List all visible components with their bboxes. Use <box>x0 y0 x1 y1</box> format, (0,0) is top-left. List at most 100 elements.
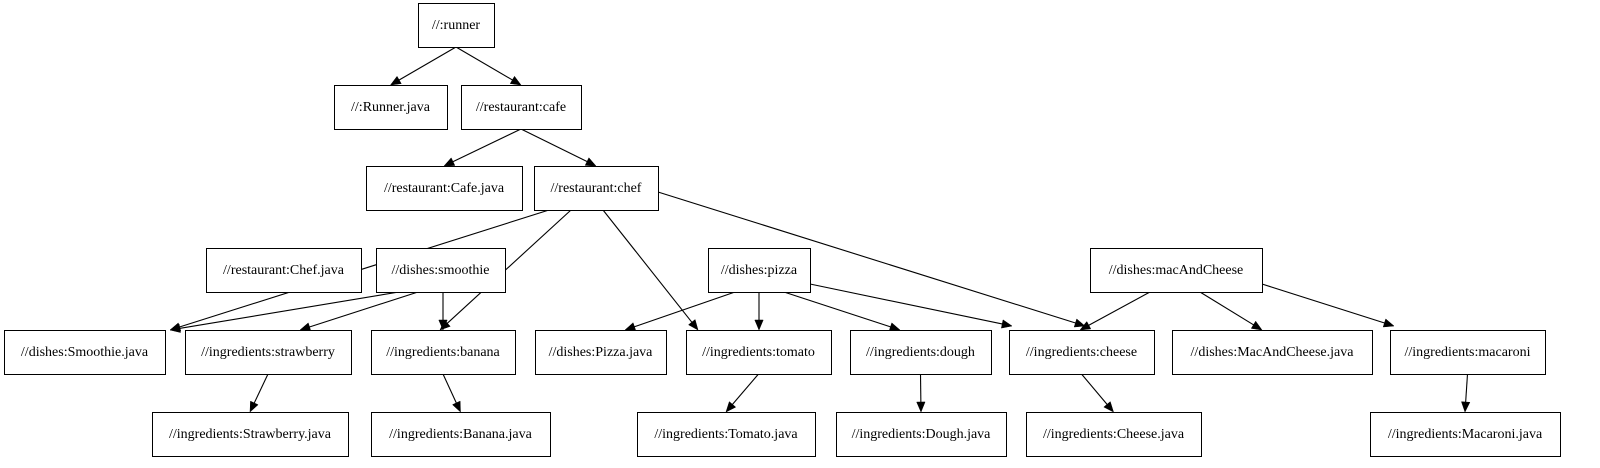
node-box[interactable] <box>1026 412 1202 457</box>
node-label: //restaurant:Chef.java <box>223 263 345 278</box>
edge-arrowhead <box>1382 318 1395 328</box>
node-box[interactable] <box>1390 330 1546 375</box>
graph-node-cafe-java[interactable]: //restaurant:Cafe.java <box>366 166 523 211</box>
graph-edge <box>442 373 458 404</box>
graph-node-ing-dough[interactable]: //ingredients:dough <box>850 330 992 375</box>
edge-arrowhead <box>299 322 312 332</box>
node-box[interactable] <box>534 166 659 211</box>
node-box[interactable] <box>1172 330 1373 375</box>
graph-edge <box>179 291 400 329</box>
node-label: //restaurant:cafe <box>476 100 566 115</box>
node-box[interactable] <box>836 412 1007 457</box>
edge-arrowhead <box>688 319 699 331</box>
node-box[interactable] <box>371 412 551 457</box>
graph-node-ing-banana[interactable]: //ingredients:banana <box>371 330 516 375</box>
graph-edge <box>1199 291 1255 326</box>
node-box[interactable] <box>418 3 495 48</box>
node-label: //ingredients:tomato <box>702 345 815 360</box>
graph-edge <box>1465 373 1469 403</box>
graph-node-runner-java[interactable]: //:Runner.java <box>334 85 448 130</box>
node-label: //:Runner.java <box>351 100 431 115</box>
graph-edge <box>1261 283 1386 324</box>
graph-edge <box>446 209 572 324</box>
graph-node-ing-cheese[interactable]: //ingredients:cheese <box>1009 330 1155 375</box>
edge-arrowhead <box>1461 401 1471 413</box>
node-label: //dishes:Smoothie.java <box>21 345 149 360</box>
graph-edge <box>633 291 736 328</box>
edge-arrowhead <box>1073 318 1086 328</box>
graph-edge <box>253 373 269 404</box>
edge-arrowhead <box>624 322 637 331</box>
graph-edge <box>657 191 1077 324</box>
graph-edge <box>308 291 419 328</box>
node-label: //restaurant:chef <box>551 181 642 196</box>
node-box[interactable] <box>376 248 506 293</box>
graph-node-chef-java[interactable]: //restaurant:Chef.java <box>206 248 362 293</box>
graph-node-dough-java[interactable]: //ingredients:Dough.java <box>836 412 1007 457</box>
node-box[interactable] <box>637 412 816 457</box>
graph-edge <box>1088 291 1151 326</box>
graph-edge <box>602 209 693 323</box>
node-box[interactable] <box>4 330 166 375</box>
graph-node-macaroni-java[interactable]: //ingredients:Macaroni.java <box>1370 412 1561 457</box>
node-box[interactable] <box>366 166 523 211</box>
graph-node-ing-macaroni[interactable]: //ingredients:macaroni <box>1390 330 1546 375</box>
graph-node-dishes-macandcheese[interactable]: //dishes:macAndCheese <box>1090 248 1263 293</box>
graph-node-restaurant-cafe[interactable]: //restaurant:cafe <box>461 85 582 130</box>
graph-node-strawberry-java[interactable]: //ingredients:Strawberry.java <box>152 412 349 457</box>
graph-node-cheese-java[interactable]: //ingredients:Cheese.java <box>1026 412 1202 457</box>
node-box[interactable] <box>206 248 362 293</box>
node-box[interactable] <box>535 330 667 375</box>
node-box[interactable] <box>1370 412 1561 457</box>
edge-arrowhead <box>249 400 259 413</box>
graph-node-restaurant-chef[interactable]: //restaurant:chef <box>534 166 659 211</box>
node-box[interactable] <box>334 85 448 130</box>
graph-node-tomato-java[interactable]: //ingredients:Tomato.java <box>637 412 816 457</box>
edge-arrowhead <box>389 75 402 86</box>
edge-arrowhead <box>1001 319 1013 329</box>
node-label: //ingredients:Tomato.java <box>654 427 798 442</box>
edge-arrowhead <box>452 400 461 413</box>
node-box[interactable] <box>708 248 811 293</box>
edge-arrowhead <box>1079 321 1092 331</box>
graph-edge <box>452 128 522 163</box>
node-box[interactable] <box>1009 330 1155 375</box>
graph-node-dishes-pizza[interactable]: //dishes:pizza <box>708 248 811 293</box>
node-box[interactable] <box>185 330 352 375</box>
node-label: //ingredients:Cheese.java <box>1043 427 1185 442</box>
graph-node-macandcheese-java[interactable]: //dishes:MacAndCheese.java <box>1172 330 1373 375</box>
node-label: //ingredients:cheese <box>1026 345 1137 360</box>
edge-arrowhead <box>584 157 597 167</box>
graph-node-dishes-smoothie[interactable]: //dishes:smoothie <box>376 248 506 293</box>
graph-node-ing-strawberry[interactable]: //ingredients:strawberry <box>185 330 352 375</box>
node-label: //dishes:smoothie <box>392 263 490 278</box>
graph-node-pizza-java[interactable]: //dishes:Pizza.java <box>535 330 667 375</box>
node-box[interactable] <box>1090 248 1263 293</box>
edge-arrowhead <box>1103 401 1114 413</box>
node-label: //ingredients:Dough.java <box>852 427 992 442</box>
node-box[interactable] <box>686 330 832 375</box>
node-label: //ingredients:banana <box>386 345 500 360</box>
edge-arrowhead <box>443 157 456 167</box>
graph-edge <box>731 373 759 406</box>
graph-node-runner[interactable]: //:runner <box>418 3 495 48</box>
edge-arrowhead <box>754 319 764 331</box>
graph-edge <box>178 209 550 328</box>
graph-node-banana-java[interactable]: //ingredients:Banana.java <box>371 412 551 457</box>
node-label: //ingredients:strawberry <box>201 345 335 360</box>
graph-node-smoothie-java[interactable]: //dishes:Smoothie.java <box>4 330 166 375</box>
node-box[interactable] <box>850 330 992 375</box>
node-box[interactable] <box>152 412 349 457</box>
graph-edge <box>809 283 1003 325</box>
graph-node-ing-tomato[interactable]: //ingredients:tomato <box>686 330 832 375</box>
graph-edge <box>398 46 457 81</box>
node-box[interactable] <box>371 330 516 375</box>
node-label: //dishes:pizza <box>721 263 798 278</box>
node-label: //:runner <box>432 18 481 33</box>
node-label: //dishes:macAndCheese <box>1109 263 1244 278</box>
node-box[interactable] <box>461 85 582 130</box>
node-label: //ingredients:Banana.java <box>389 427 532 442</box>
graph-edge <box>455 46 514 81</box>
node-label: //ingredients:Macaroni.java <box>1388 427 1543 442</box>
edge-arrowhead <box>438 319 448 331</box>
